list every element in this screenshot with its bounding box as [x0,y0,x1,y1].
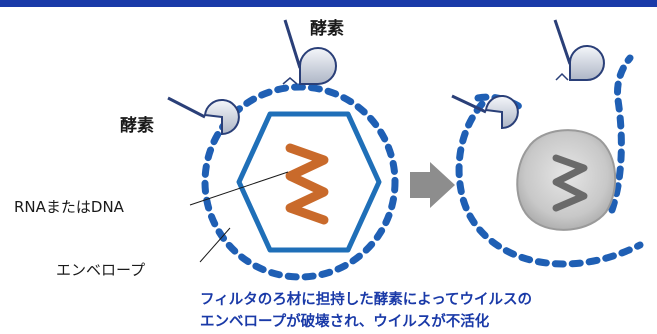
inactivated-virus [455,54,644,268]
leader-envelope [199,227,231,263]
nucleic-acid [285,143,329,225]
label-nucleic-acid: RNAまたはDNA [14,198,125,216]
enzyme-top-right [553,19,605,81]
top-banner [0,0,657,7]
label-enzyme-top: 酵素 [310,18,344,39]
label-envelope: エンベロープ [56,261,145,279]
enzyme-left-right-head-icon [484,95,519,130]
enzyme-left-right-stalk [451,94,487,114]
enzyme-top-right-stalk [553,19,572,65]
enzyme-top-right-teeth [555,72,569,81]
enzyme-top-right-head-icon [569,45,605,81]
intact-virus [201,83,399,281]
label-enzyme-left: 酵素 [120,115,154,136]
process-arrow-icon [410,162,455,208]
caption-line-1: フィルタのろ材に担持した酵素によってウイルスの [200,290,532,308]
envelope-broken-upper [608,54,634,214]
caption-line-2: エンベロープが破壊され、ウイルスが不活化 [200,312,490,330]
envelope-broken-lower [455,100,644,268]
leader-nucleic-acid [189,171,289,206]
envelope-intact [201,83,399,281]
nucleic-acid-inactive [552,154,588,212]
enzyme-top [282,19,337,85]
enzyme-left [167,96,240,136]
enzyme-left-head-icon [203,99,240,136]
enzyme-top-teeth [282,77,298,85]
enzyme-left-right [451,94,519,130]
enzyme-top-stalk [283,19,302,69]
enzyme-top-head-icon [299,47,337,85]
enzyme-left-stalk [167,96,206,119]
